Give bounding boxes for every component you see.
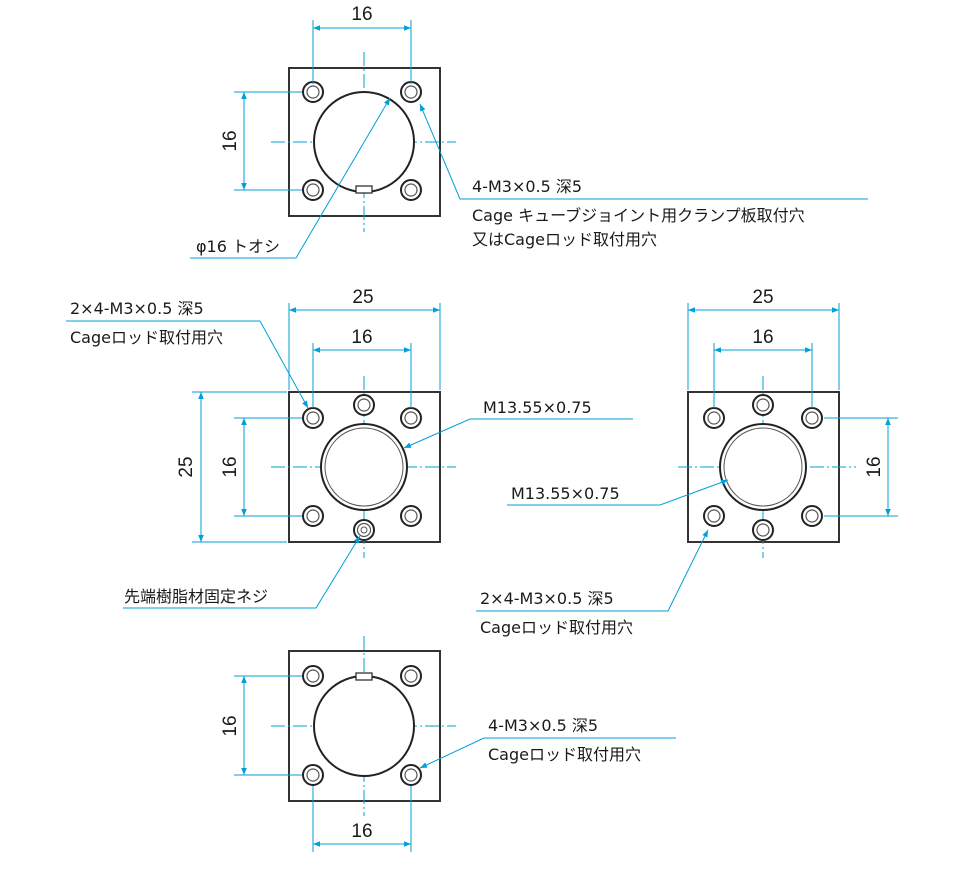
mount-hole-thread (404, 509, 418, 523)
mount-hole-thread (306, 669, 320, 683)
mount-hole (400, 665, 422, 687)
top-dim-width-label: 16 (351, 4, 372, 25)
bottom-holes-leader (419, 737, 676, 769)
mr-thread-leader (507, 479, 729, 506)
ml-dim-outer-height-label: 25 (176, 456, 197, 477)
mount-hole (801, 505, 823, 527)
top-holes-note-2: Cage キューブジョイント用クランプ板取付穴 (472, 206, 805, 225)
mount-hole (400, 764, 422, 786)
top-bore-note: φ16 トオシ (196, 237, 280, 256)
mount-hole-thread (404, 768, 418, 782)
ml-mount-holes (302, 394, 422, 527)
mount-hole (400, 81, 422, 103)
top-mount-holes (302, 81, 422, 201)
ml-dim-inner-height-label: 16 (220, 456, 241, 477)
top-bore-notch (355, 185, 373, 194)
top-view: 16 16 4-M3×0.5 深5 Cage キューブジョイント用クランプ板取付… (190, 4, 868, 259)
mount-hole-thread (805, 411, 819, 425)
bottom-view: 16 16 4-M3×0.5 深5 Cageロッド取付用穴 (220, 636, 676, 852)
mount-hole-thread (306, 509, 320, 523)
bottom-bore-notch (355, 672, 373, 681)
mount-hole-thread (404, 669, 418, 683)
mr-dim-inner-height-label: 16 (864, 456, 885, 477)
mount-hole (400, 407, 422, 429)
bottom-dim-width-label: 16 (351, 821, 372, 842)
mount-hole (302, 764, 324, 786)
top-holes-note-1: 4-M3×0.5 深5 (472, 177, 582, 196)
ml-bore-thread (324, 427, 404, 507)
ml-thread-leader (403, 418, 633, 449)
mount-hole-thread (756, 398, 770, 412)
mount-hole (302, 81, 324, 103)
mr-holes-note-1: 2×4-M3×0.5 深5 (480, 589, 614, 608)
bottom-holes-note-1: 4-M3×0.5 深5 (488, 716, 598, 735)
mr-thread-note: M13.55×0.75 (511, 484, 620, 503)
ml-screw-note: 先端樹脂材固定ネジ (124, 587, 268, 606)
mount-hole-thread (357, 398, 371, 412)
mount-hole-thread (306, 85, 320, 99)
ml-screw-leader (123, 535, 361, 609)
mount-hole-thread (306, 411, 320, 425)
top-holes-leader (419, 103, 868, 200)
mount-hole (302, 665, 324, 687)
ml-thread-note: M13.55×0.75 (483, 398, 592, 417)
mount-hole-thread (306, 768, 320, 782)
bottom-dim-height-label: 16 (220, 715, 241, 736)
ml-bore (320, 423, 408, 511)
bottom-holes-note-2: Cageロッド取付用穴 (488, 745, 641, 764)
ml-dim-outer-width-label: 25 (352, 287, 373, 308)
mr-dim-inner-width-label: 16 (752, 327, 773, 348)
mr-bore-thread (723, 427, 803, 507)
bottom-bore (313, 675, 415, 777)
mr-mount-holes (703, 394, 823, 541)
mount-hole (302, 505, 324, 527)
mr-holes-leader (476, 529, 709, 612)
mount-hole (302, 407, 324, 429)
mount-hole (400, 505, 422, 527)
mount-hole-thread (805, 509, 819, 523)
mr-dim-outer-width-label: 25 (752, 287, 773, 308)
top-bore-leader (190, 97, 391, 259)
bottom-mount-holes (302, 665, 422, 786)
mount-hole-thread (404, 85, 418, 99)
ml-set-screw-core (360, 526, 368, 534)
ml-holes-leader (66, 320, 309, 409)
mount-hole (752, 519, 774, 541)
mount-hole (801, 407, 823, 429)
middle-left-view: 25 16 25 16 2×4-M3×0.5 深5 Cageロッド取付用穴 M1… (66, 287, 633, 609)
ml-holes-note-1: 2×4-M3×0.5 深5 (70, 299, 204, 318)
mount-hole-thread (756, 523, 770, 537)
top-dim-height-label: 16 (220, 130, 241, 151)
mount-hole (703, 505, 725, 527)
mount-hole-thread (404, 411, 418, 425)
mount-hole (400, 179, 422, 201)
ml-holes-note-2: Cageロッド取付用穴 (70, 328, 223, 347)
mount-hole (703, 407, 725, 429)
mount-hole (353, 394, 375, 416)
ml-dim-inner-width-label: 16 (351, 327, 372, 348)
mount-hole-thread (306, 183, 320, 197)
ml-set-screw-inner (356, 522, 372, 538)
mr-bore (719, 423, 807, 511)
mount-hole-thread (707, 411, 721, 425)
mount-hole-thread (707, 509, 721, 523)
mr-holes-note-2: Cageロッド取付用穴 (480, 618, 633, 637)
middle-right-view: 25 16 16 M13.55×0.75 2×4-M3×0.5 深5 Cageロ… (476, 287, 898, 637)
top-holes-note-3: 又はCageロッド取付用穴 (472, 230, 657, 249)
mount-hole-thread (404, 183, 418, 197)
mount-hole (752, 394, 774, 416)
mount-hole (302, 179, 324, 201)
